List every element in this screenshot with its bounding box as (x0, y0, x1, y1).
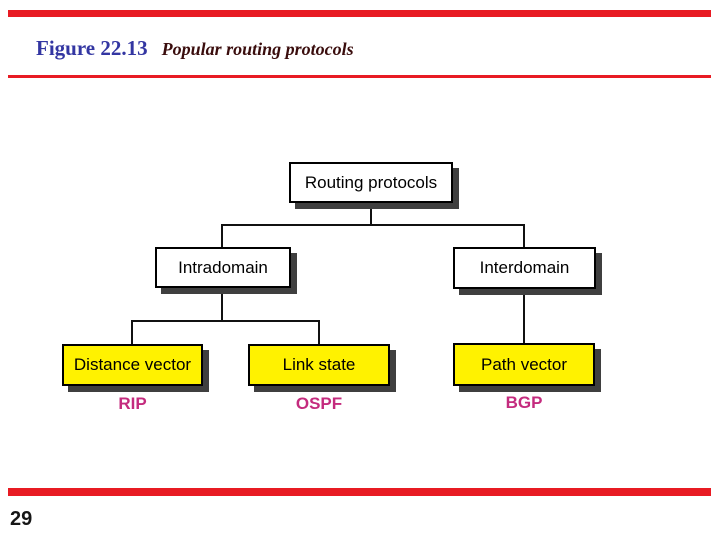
figure-title: Popular routing protocols (161, 39, 354, 59)
node-routing-protocols: Routing protocols (289, 162, 453, 203)
node-link-state-label: Link state (282, 355, 356, 374)
header-divider-bar (8, 75, 711, 78)
connector-interdomain-vertical (523, 288, 525, 344)
protocol-label-ospf: OSPF (295, 394, 343, 413)
figure-label: Figure 22.13 (36, 36, 148, 60)
node-distance-vector-label: Distance vector (73, 355, 192, 374)
slide-header: Figure 22.13 Popular routing protocols (36, 36, 354, 61)
top-red-bar (8, 10, 711, 17)
bottom-red-bar (8, 488, 711, 496)
node-intradomain: Intradomain (155, 247, 291, 288)
page-number: 29 (10, 508, 33, 530)
node-path-vector: Path vector (453, 343, 595, 386)
connector-tier1-right-drop (523, 224, 525, 248)
connector-tier2-left-drop (131, 320, 133, 345)
node-intradomain-label: Intradomain (178, 257, 268, 277)
node-distance-vector: Distance vector (62, 344, 203, 386)
node-interdomain-label: Interdomain (479, 258, 570, 277)
node-interdomain: Interdomain (453, 247, 596, 289)
connector-tier2-horizontal (131, 320, 320, 322)
connector-tier2-right-drop (318, 320, 320, 345)
connector-root-vertical (370, 201, 372, 226)
connector-tier1-horizontal (221, 224, 525, 226)
protocol-label-bgp: BGP (505, 393, 543, 412)
node-path-vector-label: Path vector (481, 354, 567, 374)
connector-intradomain-vertical (221, 287, 223, 322)
node-link-state: Link state (248, 344, 390, 386)
connector-tier1-left-drop (221, 224, 223, 248)
node-routing-protocols-label: Routing protocols (304, 172, 438, 192)
protocol-label-rip: RIP (118, 394, 147, 413)
